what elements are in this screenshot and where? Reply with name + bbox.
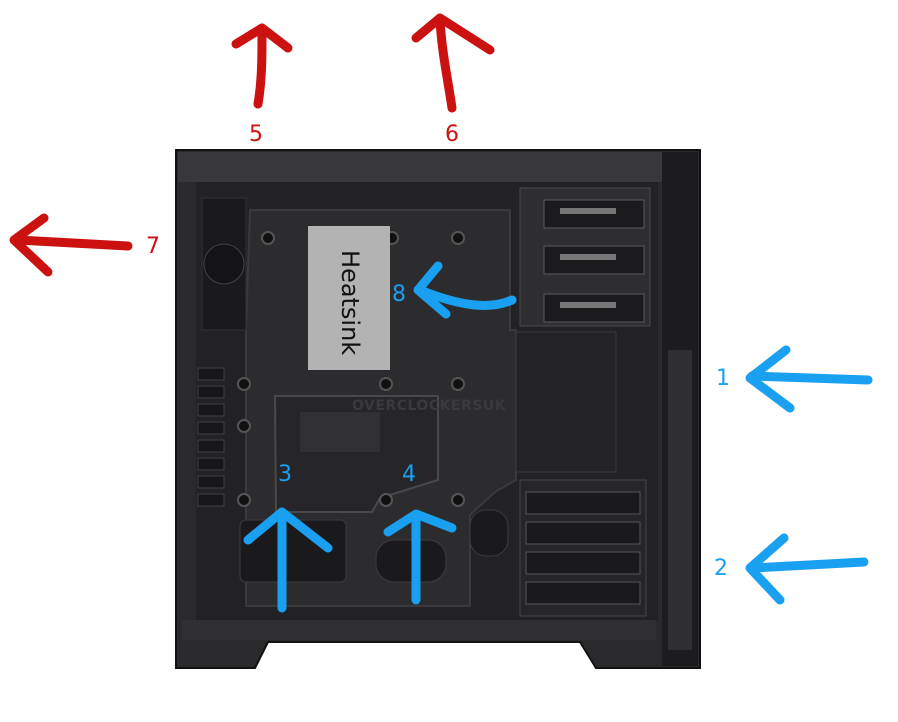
label-intake-4: 4: [402, 462, 416, 487]
label-exhaust-7: 7: [146, 234, 160, 259]
label-intake-1: 1: [716, 366, 730, 391]
intake-arrows: [243, 261, 873, 613]
exhaust-arrow-6: [435, 15, 457, 113]
exhaust-arrow-5: [253, 27, 267, 109]
heatsink-label: Heatsink: [336, 250, 364, 356]
pc-case: [175, 149, 701, 669]
exhaust-arrows: [9, 13, 495, 277]
label-intake-8: 8: [392, 282, 406, 307]
label-exhaust-5: 5: [249, 122, 263, 147]
exhaust-arrow-7: [13, 235, 133, 251]
heatsink-box: [308, 226, 390, 370]
intake-arrow-2: [747, 557, 869, 573]
intake-arrow-1: [747, 371, 873, 385]
intake-arrow-8: [415, 285, 517, 310]
watermark: OVERCLOCKERSUK: [352, 398, 507, 414]
label-intake-2: 2: [714, 556, 728, 581]
label-exhaust-6: 6: [445, 122, 459, 147]
label-intake-3: 3: [278, 462, 292, 487]
